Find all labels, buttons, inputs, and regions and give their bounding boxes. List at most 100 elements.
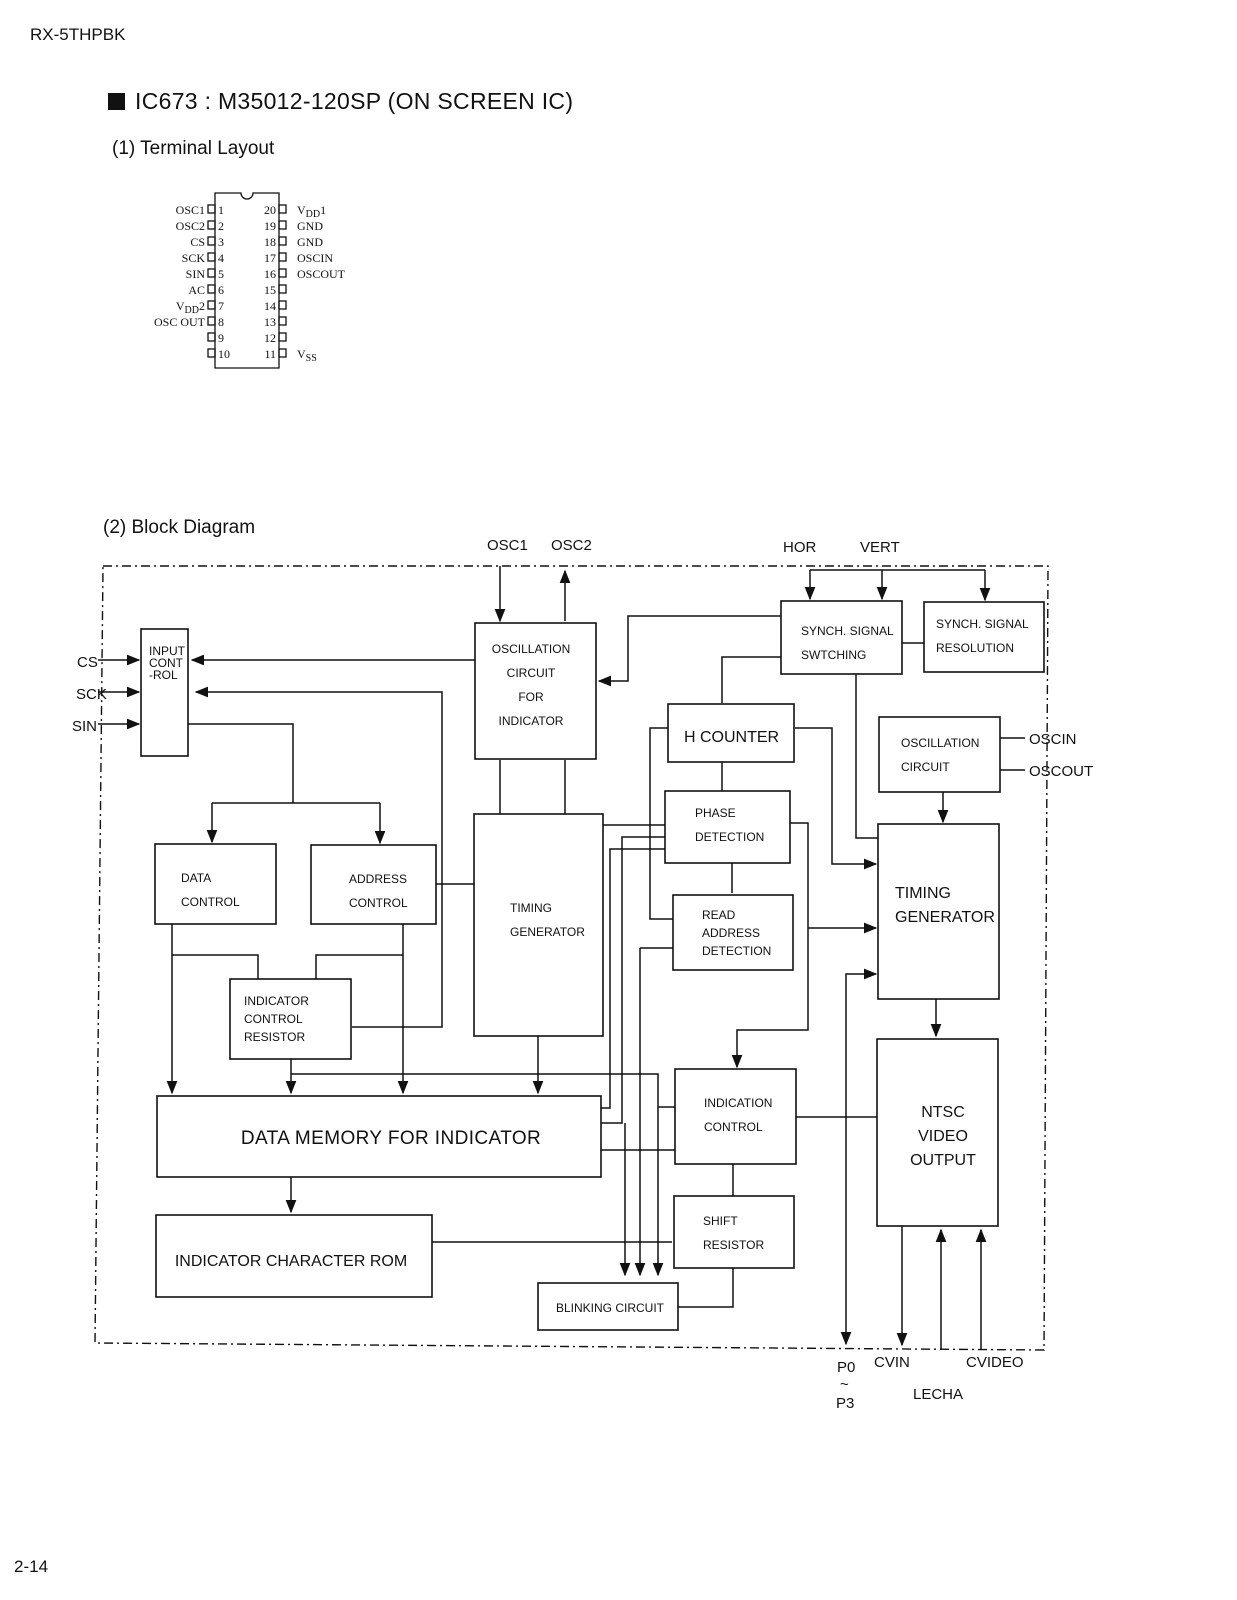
data-memory-block — [156, 1095, 602, 1178]
osc-indicator-label: OSCILLATION — [492, 642, 570, 656]
signal-cvin-label: CVIN — [874, 1354, 910, 1371]
timing-generator-left-block — [473, 813, 604, 1037]
synch-switching-label: SWTCHING — [801, 648, 866, 662]
pin-number: 4 — [218, 251, 224, 265]
synch-signal-resolution-block — [923, 601, 1045, 673]
pin-right-11 — [278, 348, 287, 358]
pin-left-9 — [207, 332, 216, 342]
indicator-control-resistor-label: CONTROL — [244, 1012, 303, 1026]
read-address-label: DETECTION — [702, 944, 771, 958]
timing-generator-left-label: GENERATOR — [510, 925, 585, 939]
pin-name: SCK — [182, 251, 206, 265]
signal-sck-label: SCK — [76, 686, 107, 703]
indicator-control-resistor-block — [229, 978, 352, 1060]
pin-number: 10 — [218, 347, 230, 361]
title-text: IC673 : M35012-120SP (ON SCREEN IC) — [135, 88, 574, 114]
oscillation-circuit-label: CIRCUIT — [901, 760, 950, 774]
pin-number: 16 — [264, 267, 276, 281]
pin-number: 3 — [218, 235, 224, 249]
indication-control-label: INDICATION — [704, 1096, 772, 1110]
data-control-label: DATA — [181, 871, 211, 885]
ntsc-output-label: NTSC — [921, 1104, 965, 1121]
signal-p0-label: P0 — [837, 1359, 855, 1376]
pin-left-2 — [207, 220, 216, 230]
page-title: IC673 : M35012-120SP (ON SCREEN IC) — [108, 88, 573, 115]
signal-vert-label: VERT — [860, 539, 900, 556]
pin-right-15 — [278, 284, 287, 294]
pin-right-13 — [278, 316, 287, 326]
pin-name: SIN — [186, 267, 206, 281]
signal-hor-label: HOR — [783, 539, 817, 556]
pin-right-19 — [278, 220, 287, 230]
indication-control-label: CONTROL — [704, 1120, 763, 1134]
phase-detection-block — [664, 790, 791, 864]
pin-left-5 — [207, 268, 216, 278]
signal-lecha-label: LECHA — [913, 1386, 963, 1403]
ntsc-output-label: OUTPUT — [910, 1152, 976, 1169]
signal-oscout-label: OSCOUT — [1029, 763, 1093, 780]
pin-left-3 — [207, 236, 216, 246]
pin-number: 1 — [218, 203, 224, 217]
data-control-block — [154, 843, 277, 925]
wires — [98, 566, 1025, 1350]
pin-number: 6 — [218, 283, 224, 297]
phase-detection-label: PHASE — [695, 806, 736, 820]
signal-cs-label: CS — [77, 654, 98, 671]
ntsc-output-label: VIDEO — [918, 1128, 968, 1145]
pin-name: OSC1 — [176, 203, 205, 217]
read-address-label: ADDRESS — [702, 926, 760, 940]
signal-p3-label: P3 — [836, 1395, 854, 1412]
osc-indicator-label: INDICATOR — [499, 714, 564, 728]
pin-number: 20 — [264, 203, 276, 217]
pin-left-1 — [207, 204, 216, 214]
ntsc-video-output-block — [876, 1038, 999, 1227]
pin-number: 9 — [218, 331, 224, 345]
pin-name: GND — [297, 219, 323, 233]
chip-boundary — [94, 565, 1049, 1351]
oscillation-circuit-label: OSCILLATION — [901, 736, 979, 750]
char-rom-label: INDICATOR CHARACTER ROM — [175, 1253, 407, 1270]
indicator-control-resistor-label: INDICATOR — [244, 994, 309, 1008]
pin-number: 15 — [264, 283, 276, 297]
osc-indicator-label: FOR — [518, 690, 544, 704]
pin-name: OSC2 — [176, 219, 205, 233]
model-number: RX-5THPBK — [30, 25, 126, 44]
read-address-label: READ — [702, 908, 736, 922]
pin-name: CS — [190, 235, 205, 249]
pin-right-14 — [278, 300, 287, 310]
timing-generator-right-block — [877, 823, 1000, 1000]
pin-number: 7 — [218, 299, 224, 313]
synch-signal-switching-block — [780, 600, 903, 675]
pin-number: 2 — [218, 219, 224, 233]
signal-sin-label: SIN — [72, 718, 97, 735]
pin-number: 12 — [264, 331, 276, 345]
timing-generator-left-label: TIMING — [510, 901, 552, 915]
signal-tilde-label: ~ — [840, 1376, 849, 1393]
oscillation-circuit-for-indicator-block — [474, 622, 597, 760]
pin-number: 14 — [264, 299, 276, 313]
pin-name: GND — [297, 235, 323, 249]
input-control-label: INPUT — [149, 644, 186, 658]
pin-number: 19 — [264, 219, 276, 233]
signal-cvideo-label: CVIDEO — [966, 1354, 1024, 1371]
pin-right-20 — [278, 204, 287, 214]
input-control-label: CONT — [149, 656, 184, 670]
data-memory-label: DATA MEMORY FOR INDICATOR — [241, 1128, 541, 1149]
phase-detection-label: DETECTION — [695, 830, 764, 844]
synch-resolution-label: RESOLUTION — [936, 641, 1014, 655]
pin-right-16 — [278, 268, 287, 278]
data-control-label: CONTROL — [181, 895, 240, 909]
osc-indicator-label: CIRCUIT — [507, 666, 556, 680]
indicator-control-resistor-label: RESISTOR — [244, 1030, 305, 1044]
address-control-block — [310, 844, 437, 925]
pin-right-12 — [278, 332, 287, 342]
pin-number: 11 — [264, 347, 276, 361]
indication-control-block — [674, 1068, 797, 1165]
pin-number: 13 — [264, 315, 276, 329]
bullet-square-icon — [108, 93, 125, 110]
pin-name: OSCIN — [297, 251, 333, 265]
pin-name: OSC OUT — [154, 315, 206, 329]
synch-switching-label: SYNCH. SIGNAL — [801, 624, 894, 638]
